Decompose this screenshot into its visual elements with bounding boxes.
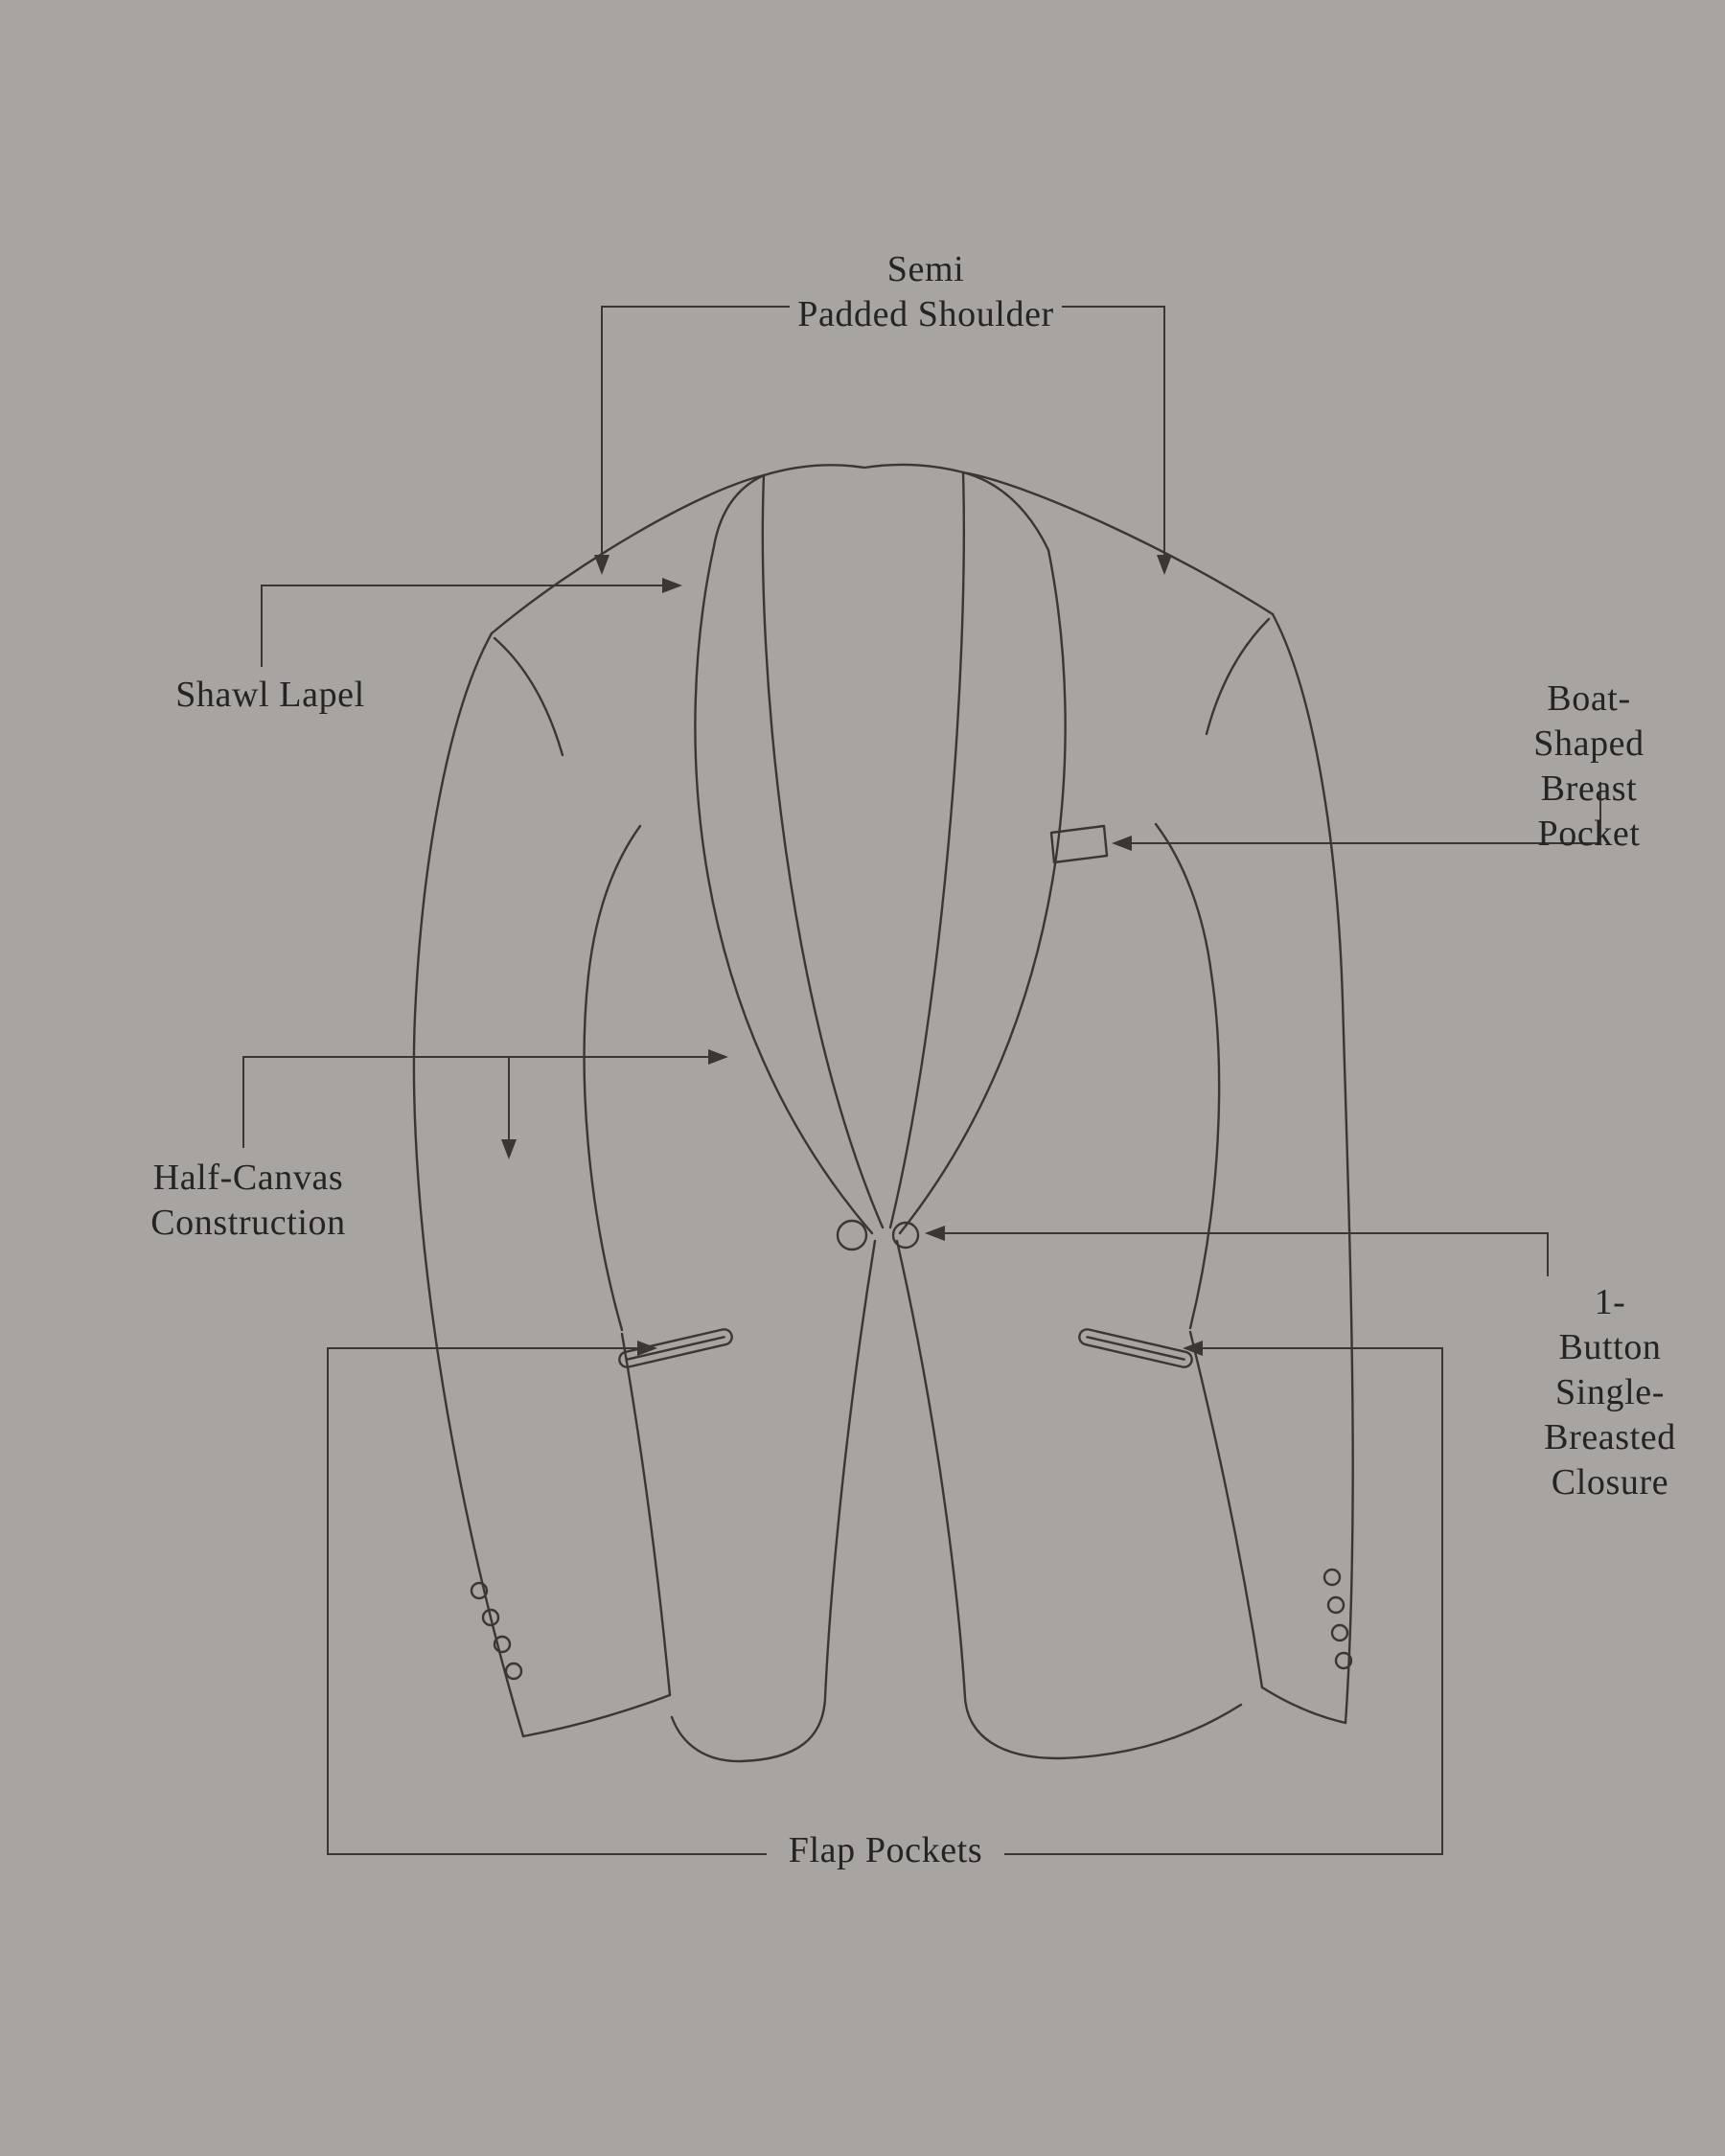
left-sleeve-inner — [620, 1332, 672, 1697]
jacket-outline — [412, 463, 1354, 1763]
right-sleeve-inner — [1188, 1330, 1264, 1689]
arrow-right-icon — [662, 578, 682, 593]
label-shawl-lapel: Shawl Lapel — [175, 675, 365, 715]
left-lapel-roll — [761, 473, 885, 1229]
left-front-edge — [670, 1239, 877, 1763]
leader-shawl-lapel — [261, 578, 682, 667]
right-sleeve-cap-seam — [1205, 617, 1271, 736]
right-sleeve-buttons — [1322, 1568, 1353, 1670]
right-flap-pocket — [1078, 1328, 1193, 1368]
arrow-left-icon — [1183, 1341, 1203, 1356]
left-cuff — [521, 1693, 672, 1738]
left-sleeve-outer — [412, 631, 525, 1738]
arrow-down-icon — [1157, 555, 1172, 575]
left-shoulder-seam — [490, 473, 766, 635]
leader-flap-pocket-right — [1004, 1341, 1443, 1855]
right-shoulder-seam — [961, 470, 1275, 616]
leader-shoulder-right — [1062, 306, 1172, 575]
label-semi-padded-shoulder: Semi Padded Shoulder — [797, 249, 1054, 335]
left-sleeve-buttons — [470, 1581, 523, 1681]
arrow-down-icon — [594, 555, 610, 575]
leader-breast-pocket — [1112, 782, 1601, 851]
arrow-left-icon — [1112, 836, 1132, 851]
breast-pocket — [1049, 824, 1109, 864]
right-sleeve-outer — [1271, 612, 1354, 1725]
label-flap-pockets: Flap Pockets — [788, 1830, 983, 1870]
front-buttonhole — [891, 1221, 920, 1250]
arrow-right-icon — [708, 1049, 728, 1065]
arrow-left-icon — [925, 1226, 945, 1241]
right-front-edge — [895, 1239, 1243, 1760]
right-front-armhole — [1154, 822, 1221, 1330]
label-half-canvas-construction: Half-Canvas Construction — [150, 1158, 346, 1244]
left-front-armhole — [583, 824, 642, 1332]
arrow-down-icon — [501, 1139, 517, 1159]
label-one-button-closure: 1-Button Single-Breasted Closure — [1544, 1282, 1676, 1503]
right-lapel-outer — [898, 470, 1067, 1235]
left-sleeve-cap-seam — [493, 636, 564, 757]
label-boat-breast-pocket: Boat-Shaped Breast Pocket — [1533, 678, 1644, 855]
right-lapel-roll — [888, 470, 966, 1229]
left-flap-pocket — [618, 1328, 733, 1368]
annotation-lines — [242, 306, 1601, 1855]
leader-shoulder-left — [594, 306, 790, 575]
right-cuff — [1260, 1686, 1347, 1725]
collar-neckline — [762, 463, 965, 477]
left-lapel-outer — [694, 473, 874, 1235]
front-button — [836, 1219, 868, 1251]
arrow-right-icon — [637, 1341, 657, 1356]
leader-flap-pocket-left — [327, 1341, 767, 1855]
leader-closure — [925, 1226, 1549, 1276]
leader-half-canvas — [242, 1049, 728, 1159]
